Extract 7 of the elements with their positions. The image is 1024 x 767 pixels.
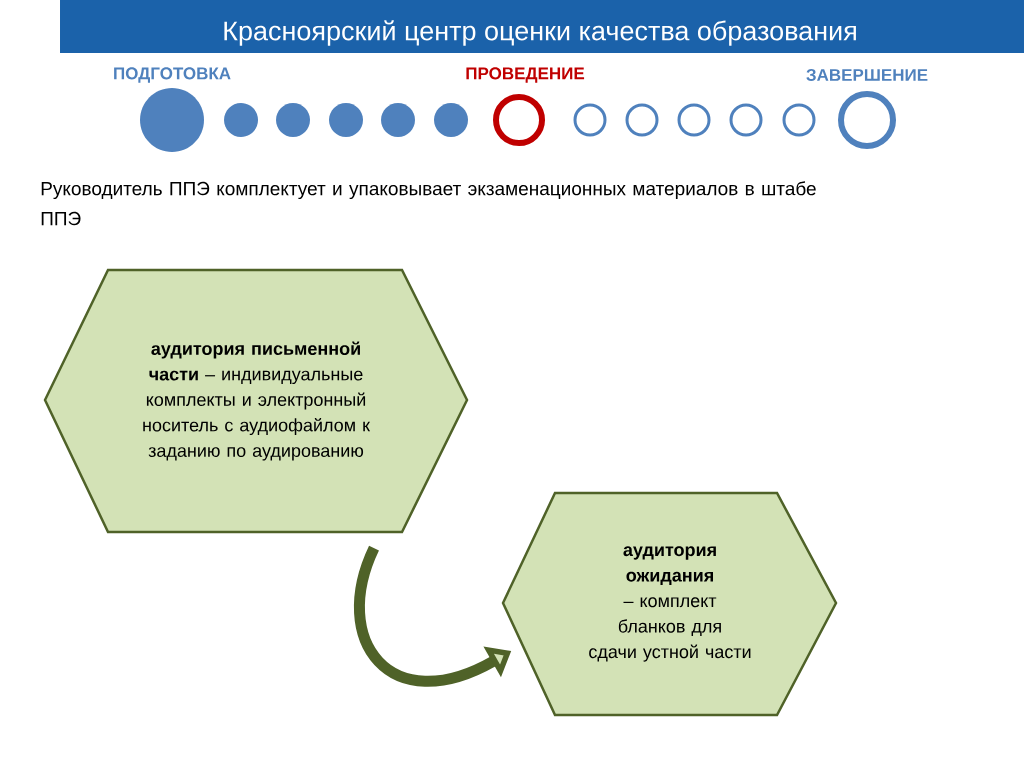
- title: Красноярский центр оценки качества образования: [224, 20, 856, 46]
- hexagon-box: аудитория письменной части – индивидуальные комплекты и электронный носитель с аудиофайлом к заданию по аудированию: [43, 268, 469, 534]
- hexagon-box: аудитория ожидания – комплект бланков для сдачи устной части: [501, 491, 838, 717]
- stage-label: ПОДГОТОВКА: [114, 67, 231, 83]
- stage-label: ПРОВЕДЕНИЕ: [466, 67, 585, 83]
- stage-label: ЗАВЕРШЕНИЕ: [806, 69, 928, 81]
- instruction-text: Руководитель ППЭ комплектует и упаковывает экзаменационных материалов в штабе ППЭ: [41, 181, 816, 226]
